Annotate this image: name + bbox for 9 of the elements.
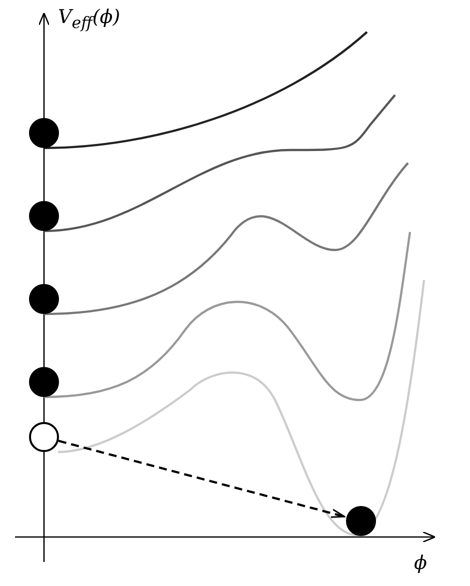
filled-ball bbox=[346, 506, 376, 536]
filled-ball bbox=[29, 201, 59, 231]
filled-ball bbox=[29, 118, 59, 148]
axis-label: ϕ bbox=[414, 552, 427, 574]
arrow bbox=[58, 440, 346, 518]
filled-ball bbox=[29, 367, 59, 397]
open-circle bbox=[29, 422, 59, 452]
filled-ball bbox=[29, 284, 59, 314]
axis-label: V$_{eff}$(ϕ) bbox=[58, 6, 120, 32]
